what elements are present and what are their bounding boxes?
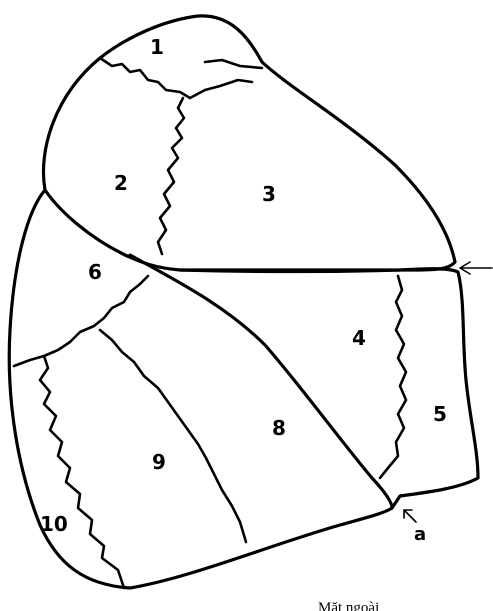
- marker-label-a: a: [414, 524, 426, 545]
- suture-1-upper: [100, 58, 252, 98]
- right-block-outline: [180, 269, 478, 508]
- suture-8-9: [100, 330, 246, 542]
- suture-6-9: [14, 276, 148, 366]
- upper-block-outline: [43, 16, 455, 270]
- region-label-8: 8: [272, 416, 286, 440]
- suture-4-5: [380, 276, 406, 478]
- suture-2-3: [158, 98, 184, 254]
- region-label-5: 5: [433, 402, 447, 426]
- region-label-6: 6: [88, 260, 102, 284]
- suture-1-right: [205, 60, 262, 68]
- region-label-2: 2: [114, 171, 128, 195]
- suture-9-10: [40, 356, 124, 588]
- marker-a-arrow: [404, 510, 416, 522]
- region-label-4: 4: [352, 326, 366, 350]
- caption: Mặt ngoài: [318, 600, 379, 611]
- seam-arrow: [460, 262, 492, 274]
- region-label-9: 9: [152, 450, 166, 474]
- region-label-3: 3: [262, 182, 276, 206]
- region-label-10: 10: [40, 512, 68, 536]
- region-label-1: 1: [150, 35, 164, 59]
- diagonal-edge: [130, 255, 392, 508]
